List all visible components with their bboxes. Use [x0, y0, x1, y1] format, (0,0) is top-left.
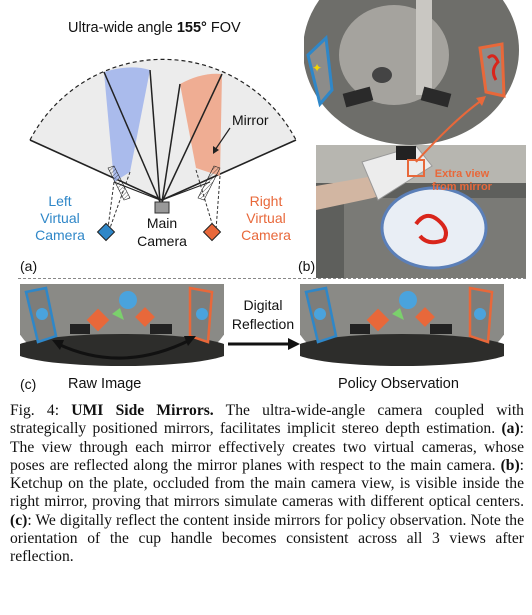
- mirror-label: Mirror: [232, 112, 269, 128]
- sparkle-icon: ✦: [312, 61, 322, 75]
- raw-image: [20, 284, 224, 376]
- policy-observation-label: Policy Observation: [338, 376, 459, 392]
- left-mirror: [107, 165, 131, 201]
- fov-left-edge: [29, 139, 163, 201]
- right-virtual-fov: [180, 73, 222, 176]
- ketchup: [414, 213, 448, 245]
- faucet: [416, 0, 432, 95]
- main-camera-line1: Main: [146, 215, 178, 231]
- right-cross-ray: [161, 181, 211, 201]
- right-ray-a: [161, 83, 181, 203]
- plate: [380, 186, 488, 270]
- figure: Ultra-wide angle 155° FOV Mirror Main Ca…: [18, 0, 526, 392]
- main-camera-label: Main Camera: [136, 214, 188, 250]
- double-arrow: [57, 338, 191, 360]
- panel-b-drawing: ✦: [304, 0, 526, 278]
- caption-c-marker: (c): [10, 511, 28, 529]
- policy-image: [300, 284, 504, 376]
- ketchup-in-mirror: [486, 54, 500, 81]
- left-mirror-region: [306, 34, 334, 108]
- sink-drain: [372, 67, 392, 83]
- caption-b-marker: (b): [500, 456, 520, 474]
- digital-reflection-arrow: [228, 338, 300, 350]
- left-virtual-camera-label: Left Virtual Camera: [26, 193, 94, 244]
- panel-c-label: (c): [20, 376, 37, 392]
- right-virtual-line3: Camera: [241, 227, 291, 243]
- digital-line1: Digital: [243, 297, 283, 313]
- callout-box: [407, 159, 425, 177]
- left-cross-ray: [113, 181, 161, 201]
- panel-a-title-suffix: FOV: [206, 20, 241, 36]
- fov-arc: [29, 58, 297, 141]
- board-left: [342, 86, 374, 108]
- main-camera-line2: Camera: [137, 233, 187, 249]
- fov-right-edge: [161, 139, 297, 201]
- left-virtual-camera-icon: [96, 222, 116, 242]
- callout-arrow: [415, 99, 483, 163]
- right-virtual-camera-label: Right Virtual Camera: [232, 193, 300, 244]
- extra-view-line2: from mirror: [432, 181, 492, 193]
- section-divider: [18, 278, 526, 279]
- digital-reflection-label: Digital Reflection: [222, 296, 304, 334]
- caption-fig-label: Fig. 4:: [10, 402, 60, 419]
- fov-region: [30, 59, 296, 200]
- main-camera-icon: [154, 201, 170, 214]
- right-virtual-line1: Right: [249, 193, 283, 209]
- left-virtual-line2: Virtual: [40, 210, 80, 226]
- right-virtual-dash-2: [215, 175, 221, 231]
- raw-image-drawing: [20, 284, 224, 376]
- right-mirror-region: [478, 42, 506, 98]
- gripper-camera: [396, 146, 416, 160]
- extra-view-label: Extra view from mirror: [422, 168, 502, 194]
- caption-intro: The ultra-wide-angle camera coupled with…: [10, 402, 524, 438]
- right-ray-b: [161, 73, 223, 203]
- panel-b-label: (b): [298, 258, 316, 274]
- extra-view-line1: Extra view: [434, 168, 490, 180]
- left-virtual-line1: Left: [48, 193, 72, 209]
- panel-a-title: Ultra-wide angle 155° FOV: [68, 20, 241, 36]
- caption-c-text: : We digitally reflect the content insid…: [10, 511, 524, 566]
- panel-a-title-prefix: Ultra-wide angle: [68, 20, 177, 36]
- left-virtual-line3: Camera: [35, 227, 85, 243]
- right-virtual-line2: Virtual: [246, 210, 286, 226]
- caption-a-marker: (a): [501, 420, 520, 438]
- policy-image-drawing: [300, 284, 504, 376]
- caption-fig-title: UMI Side Mirrors.: [71, 402, 214, 419]
- right-virtual-dash-1: [195, 169, 215, 231]
- mirror-arrowhead: [213, 146, 219, 154]
- mirror-arrow: [214, 127, 231, 151]
- caption-b-text: : Ketchup on the plate, occluded from th…: [10, 456, 525, 511]
- callout-arrowhead: [476, 96, 486, 106]
- left-ray-a: [103, 71, 161, 203]
- double-arrow-right-head: [184, 336, 196, 346]
- raw-image-label: Raw Image: [68, 376, 142, 392]
- right-virtual-camera-icon: [202, 222, 222, 242]
- left-ray-b: [149, 69, 161, 203]
- panel-a-label: (a): [20, 258, 38, 274]
- left-virtual-dash-1: [107, 181, 115, 229]
- panel-a-diagram: [29, 58, 297, 242]
- double-arrow-left-head: [52, 340, 64, 350]
- panel-a-title-bold: 155°: [176, 20, 207, 36]
- arm: [316, 176, 382, 210]
- panel-b-photo: ✦: [304, 0, 526, 278]
- board-right: [420, 86, 452, 108]
- caption-a-text: : The view through each mirror effective…: [10, 420, 524, 474]
- figure-caption: Fig. 4: UMI Side Mirrors. The ultra-wide…: [10, 402, 524, 567]
- digital-line2: Reflection: [231, 316, 295, 332]
